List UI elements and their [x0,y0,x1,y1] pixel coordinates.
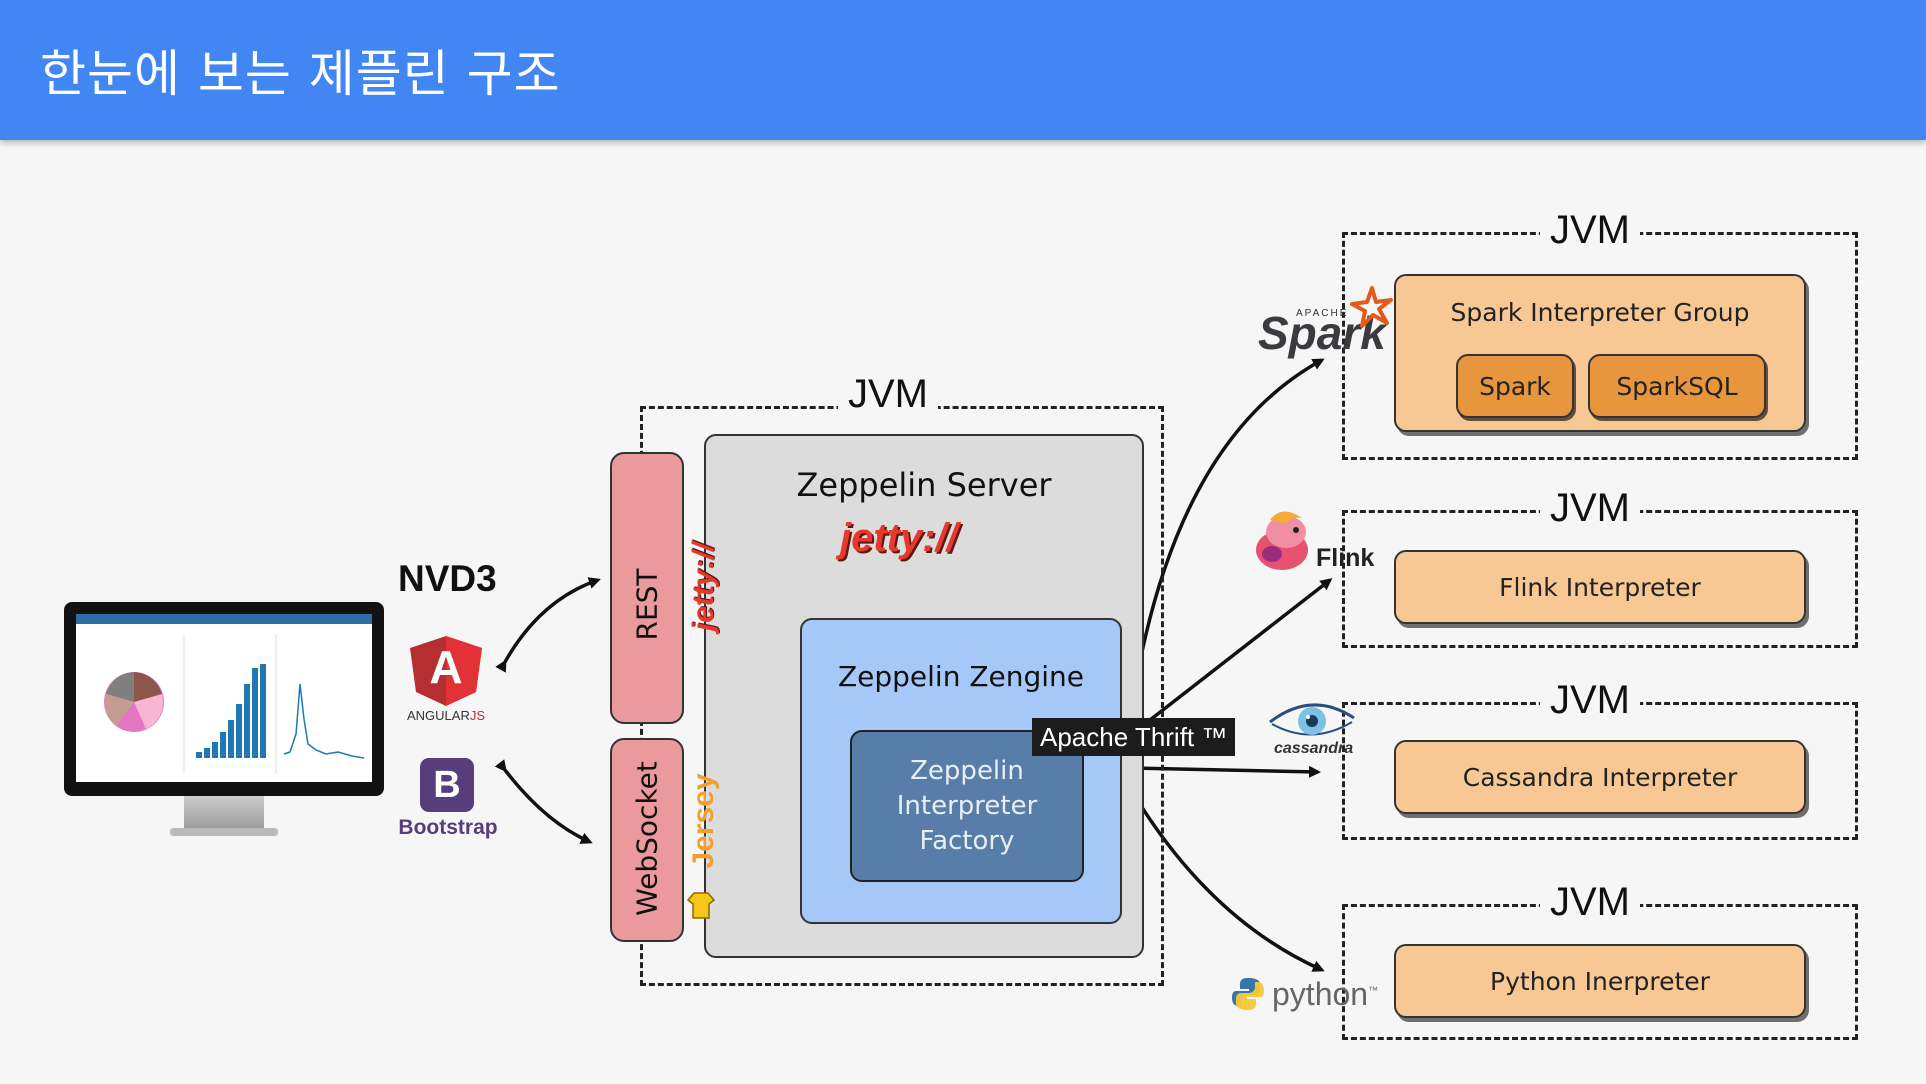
websocket-label: WebSocket [630,761,664,916]
bootstrap-label: Bootstrap [398,816,498,839]
python-logo: python™ [1230,976,1380,1022]
rest-endpoint-box [610,452,684,724]
spark-logo-small: APACHE [1296,308,1349,319]
nvd3-logo: NVD3 [398,558,497,599]
arrow-client-rest [495,577,601,673]
factory-label-line-3: Factory [919,825,1015,856]
monitor-stand [184,796,264,830]
bootstrap-logo: B Bootstrap [396,758,500,842]
monitor-illustration [64,602,384,842]
spark-interpreter-box: Spark [1456,354,1574,418]
zeppelin-server-label: Zeppelin Server [796,466,1052,504]
zeppelin-engine-label: Zeppelin Zengine [837,660,1085,693]
sparksql-interpreter-box: SparkSQL [1588,354,1766,418]
jersey-shirt-icon [686,892,716,919]
factory-label-line-1: Zeppelin [910,755,1024,786]
flink-interpreter-box: Flink Interpreter [1394,550,1806,624]
flink-logo-text: Flink [1316,544,1375,572]
spark-star-icon [1350,286,1393,328]
cassandra-interpreter-box: Cassandra Interpreter [1394,740,1806,814]
angular-shield-icon [410,636,482,706]
arrow-thrift-spark [1125,358,1325,710]
flink-jvm-label: JVM [1540,484,1640,532]
flink-squirrel-icon [1256,511,1308,570]
python-snake-icon [1232,978,1264,1010]
python-jvm-label: JVM [1540,878,1640,926]
arrow-client-websocket [494,759,593,844]
python-interpreter-box: Python Inerpreter [1394,944,1806,1018]
cassandra-jvm-label: JVM [1540,676,1640,724]
angular-label: ANGULARJS [406,708,486,723]
spark-interpreter-label: Spark [1479,371,1551,401]
cassandra-logo-text: cassandra [1274,740,1354,757]
rest-label: REST [630,568,664,641]
arrow-thrift-flink [1148,578,1333,722]
cassandra-interpreter-label: Cassandra Interpreter [1462,762,1738,792]
factory-label-line-2: Interpreter [896,790,1038,821]
page-title: 한눈에 보는 제플린 구조 [40,45,561,103]
jetty-vertical-logo: jetty:// [687,542,720,632]
monitor-screen [64,602,384,796]
apache-thrift-label: Apache Thrift ™ [1032,718,1236,756]
spark-logo: APACHE Spark [1256,284,1396,364]
flink-interpreter-label: Flink Interpreter [1499,572,1701,602]
sparksql-interpreter-label: SparkSQL [1616,371,1738,401]
python-interpreter-label: Python Inerpreter [1490,966,1710,996]
arrow-thrift-python [1123,782,1325,972]
cassandra-eye-icon [1269,703,1355,736]
bootstrap-icon: B [420,758,474,812]
angularjs-logo: A ANGULARJS [406,634,486,726]
jetty-logo: jetty:// [840,516,958,560]
zeppelin-jvm-label: JVM [838,370,938,418]
python-logo-text: python™ [1272,976,1379,1012]
spark-jvm-label: JVM [1540,206,1640,254]
header-bar: 한눈에 보는 제플린 구조 [0,0,1926,140]
websocket-endpoint-box [610,738,684,942]
cassandra-logo: cassandra [1264,696,1364,766]
jersey-vertical-logo: Jersey [687,773,720,869]
spark-group-label: Spark Interpreter Group [1450,298,1750,327]
monitor-base [170,828,278,836]
angular-letter: A [429,641,463,693]
dashboard-thumbnail [104,634,365,774]
flink-logo: Flink [1252,508,1386,578]
